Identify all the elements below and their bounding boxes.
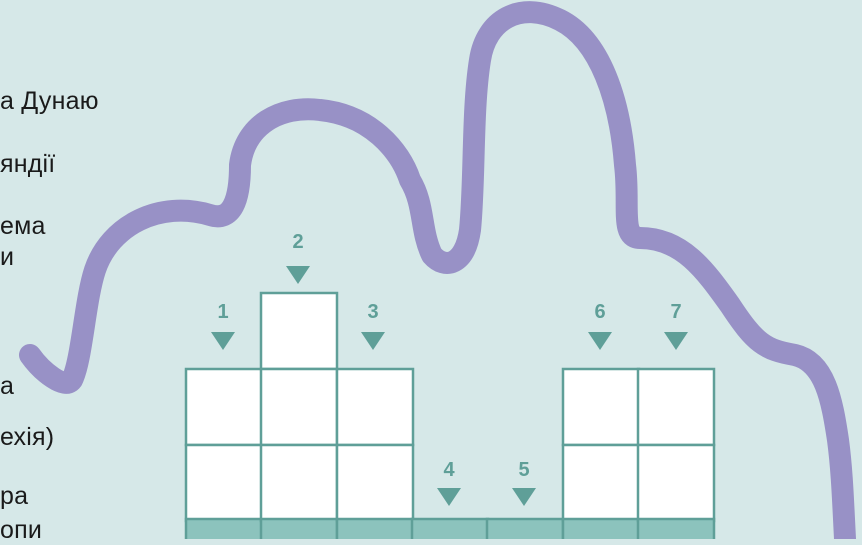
column-number-1: 1 <box>217 301 228 323</box>
down-arrow-icon-7 <box>664 332 688 350</box>
clue-line-8: опи <box>0 515 42 545</box>
column-number-3: 3 <box>367 301 378 323</box>
grid-cell-c3-r2 <box>337 445 413 521</box>
river-line <box>30 12 845 539</box>
clue-line-1: а Дунаю <box>0 86 99 116</box>
clue-line-5: а <box>0 371 14 401</box>
column-number-5: 5 <box>518 459 529 481</box>
grid-cell-c2-r0 <box>261 293 337 369</box>
grid-cell-c1-r2 <box>186 445 262 521</box>
down-arrow-icon-4 <box>437 488 461 506</box>
grid-cell-c3-base <box>337 519 413 539</box>
grid-cell-c7-r1 <box>638 369 714 445</box>
down-arrow-icon-2 <box>286 266 310 284</box>
down-arrow-icon-6 <box>588 332 612 350</box>
grid-cell-c1-base <box>186 519 262 539</box>
down-arrow-icon-3 <box>361 332 385 350</box>
grid-cell-c2-r2 <box>261 445 337 521</box>
clue-line-3: ема <box>0 211 46 241</box>
down-arrow-icon-1 <box>211 332 235 350</box>
grid-cell-c6-r2 <box>563 445 639 521</box>
grid-cell-c4-base <box>412 519 488 539</box>
column-number-4: 4 <box>443 459 455 481</box>
grid-cell-c7-base <box>638 519 714 539</box>
grid-cell-c2-base <box>261 519 337 539</box>
clue-line-4: и <box>0 242 14 272</box>
grid-cell-c3-r1 <box>337 369 413 445</box>
clue-line-7: ра <box>0 481 28 511</box>
grid-cell-c6-base <box>563 519 639 539</box>
clue-line-2: яндії <box>0 149 55 179</box>
column-number-2: 2 <box>292 231 303 253</box>
down-arrow-icon-5 <box>512 488 536 506</box>
grid-cell-c1-r1 <box>186 369 262 445</box>
clue-line-6: ехія) <box>0 422 54 452</box>
grid-cell-c2-r1 <box>261 369 337 445</box>
column-number-6: 6 <box>594 301 605 323</box>
grid-cell-c5-base <box>487 519 563 539</box>
column-number-7: 7 <box>670 301 681 323</box>
grid-cell-c7-r2 <box>638 445 714 521</box>
grid-cell-c6-r1 <box>563 369 639 445</box>
